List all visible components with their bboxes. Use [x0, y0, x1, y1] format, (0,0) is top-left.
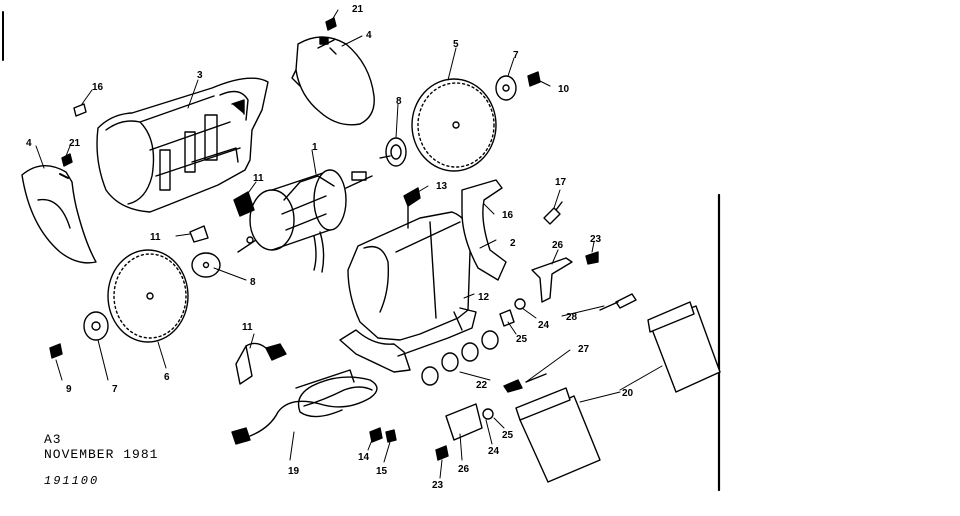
part-27-pin — [503, 373, 547, 393]
callout-label: 1 — [312, 142, 318, 153]
callout-label: 25 — [502, 430, 514, 441]
callout-label: 19 — [288, 466, 300, 477]
callout-label: 27 — [578, 344, 590, 355]
callout-label: 11 — [150, 232, 161, 243]
part-13-clip — [403, 187, 421, 229]
part-4-guard-cover-left — [21, 165, 97, 264]
part-23-screw-top — [585, 251, 599, 265]
callout-label: 23 — [432, 480, 444, 491]
part-21-screw-left — [61, 153, 73, 167]
part-9-nut — [49, 343, 63, 359]
part-25-knob — [499, 309, 515, 327]
part-17-bolt — [543, 201, 563, 225]
callout-label: 11 — [242, 322, 253, 333]
part-11-switch-clip-top — [233, 191, 255, 217]
callout-label: 28 — [566, 312, 578, 323]
callout-label: 12 — [478, 292, 490, 303]
callout-label: 9 — [66, 384, 72, 395]
callout-label: 11 — [253, 173, 264, 184]
callout-leader-lines — [35, 9, 663, 479]
figure-code: A3 — [44, 432, 62, 447]
callout-label: 13 — [436, 181, 448, 192]
part-28-pin — [599, 293, 637, 311]
part-10-nut — [527, 71, 541, 87]
part-20-eye-shield-upper — [647, 301, 721, 393]
callout-label: 3 — [197, 70, 203, 81]
part-8-flange-left — [191, 252, 221, 278]
part-26-lower-bracket — [445, 403, 494, 441]
callout-label: 24 — [538, 320, 550, 331]
part-7-flange-left — [83, 311, 109, 341]
callout-label: 4 — [366, 30, 372, 41]
callout-label: 4 — [26, 138, 32, 149]
part-24-washer — [514, 298, 526, 310]
callout-label: 16 — [502, 210, 514, 221]
callout-label: 8 — [250, 277, 256, 288]
callout-label: 7 — [112, 384, 118, 395]
part-26-tool-rest-bracket — [531, 257, 573, 303]
part-21-screw-top — [325, 17, 337, 31]
part-16-screw-left — [73, 103, 87, 117]
callout-label: 26 — [552, 240, 564, 251]
callout-label: 23 — [590, 234, 602, 245]
callout-label: 14 — [358, 452, 370, 463]
callout-label: 5 — [453, 39, 459, 50]
callout-label: 20 — [622, 388, 634, 399]
callout-label: 21 — [352, 4, 364, 15]
callout-label: 7 — [513, 50, 519, 61]
callout-label: 2 — [510, 238, 516, 249]
part-1-motor-armature — [237, 169, 373, 273]
callout-label: 16 — [92, 82, 104, 93]
callout-label: 15 — [376, 466, 388, 477]
part-16-guard-bracket — [461, 179, 507, 281]
part-20-eye-shield-lower — [515, 387, 601, 483]
callout-labels: 21 4 5 7 10 3 16 21 4 8 1 11 13 17 16 11… — [26, 4, 634, 491]
part-3-wheel-guard-housing — [96, 77, 269, 213]
part-6-grinding-wheel — [107, 249, 189, 343]
callout-label: 22 — [476, 380, 488, 391]
part-23-screw-bottom — [435, 445, 449, 461]
part-2-base-housing — [339, 211, 477, 373]
part-11-switch-assembly — [235, 342, 287, 385]
handwritten-number: 191100 — [44, 474, 100, 488]
callout-label: 25 — [516, 334, 528, 345]
callout-label: 26 — [458, 464, 470, 475]
callout-label: 8 — [396, 96, 402, 107]
part-11-switch-clip-mid — [189, 225, 209, 243]
callout-label: 21 — [69, 138, 81, 149]
callout-label: 10 — [558, 84, 570, 95]
callout-label: 17 — [555, 177, 567, 188]
part-15-screw — [385, 429, 397, 443]
part-19-power-cord — [231, 369, 378, 445]
part-5-grinding-wheel — [411, 78, 497, 172]
part-12-rubber-feet — [421, 330, 499, 386]
part-8-flange-top — [379, 137, 407, 167]
part-14-screw — [369, 427, 383, 443]
part-4-guard-cover-top — [291, 36, 375, 126]
part-7-flange-right — [495, 75, 517, 101]
publication-date: NOVEMBER 1981 — [44, 447, 159, 462]
callout-label: 24 — [488, 446, 500, 457]
callout-label: 6 — [164, 372, 170, 383]
